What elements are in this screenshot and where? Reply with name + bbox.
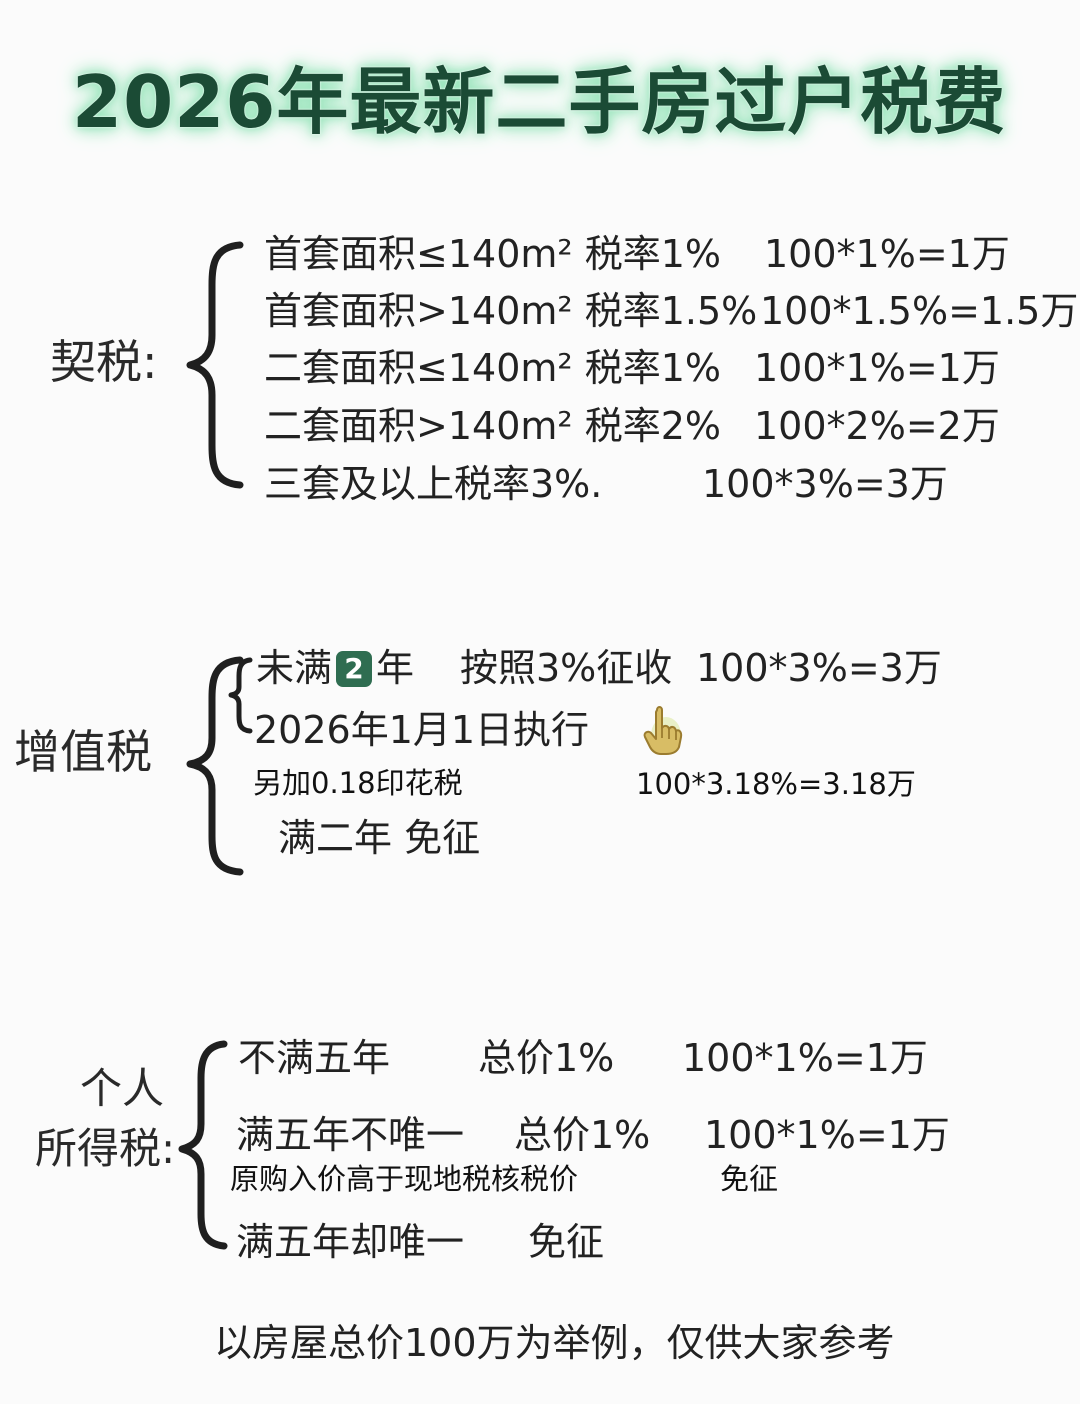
two-year-badge: 2: [336, 651, 373, 687]
deed-tax-calc-4: 100*2%=2万: [754, 404, 1000, 448]
income-tax-line-4: 满五年却唯一: [236, 1220, 465, 1264]
income-tax-label-line-1: 个人: [80, 1064, 165, 1113]
deed-tax-calc-5: 100*3%=3万: [702, 462, 948, 506]
vat-exempt: 满二年 免征: [278, 816, 481, 860]
income-tax-line-3: 原购入价高于现地税核税价: [230, 1162, 579, 1196]
deed-tax-line-3: 二套面积≤140m² 税率1%: [264, 346, 721, 390]
income-tax-rate-1: 总价1%: [478, 1036, 615, 1080]
income-tax-line-1: 不满五年: [238, 1036, 391, 1080]
vat-small-brace: [228, 657, 253, 734]
page-title: 2026年最新二手房过户税费: [72, 60, 1007, 144]
vat-effective-date: 2026年1月1日执行: [254, 708, 590, 752]
deed-tax-calc-3: 100*1%=1万: [754, 346, 1000, 390]
income-tax-rate-2: 总价1%: [514, 1113, 651, 1157]
income-tax-calc-1: 100*1%=1万: [682, 1036, 928, 1080]
vat-label: 增值税: [14, 725, 152, 779]
deed-tax-line-4: 二套面积>140m² 税率2%: [264, 404, 721, 448]
deed-tax-calc-2: 100*1.5%=1.5万: [760, 289, 1079, 333]
stamp-duty-calc: 100*3.18%=3.18万: [636, 767, 916, 801]
income-tax-label-line-2: 所得税:: [35, 1124, 176, 1173]
deed-tax-brace: [186, 241, 244, 489]
income-tax-rate-4: 免征: [528, 1220, 605, 1264]
income-tax-rate-3: 免征: [720, 1162, 779, 1196]
vat-under-label: 未满: [256, 646, 333, 690]
vat-year-label: 年: [376, 646, 415, 690]
deed-tax-label: 契税:: [50, 335, 158, 389]
vat-brace: [186, 656, 244, 876]
stamp-duty-text: 另加0.18印花税: [253, 766, 463, 800]
income-tax-calc-2: 100*1%=1万: [704, 1113, 950, 1157]
deed-tax-calc-1: 100*1%=1万: [764, 232, 1010, 276]
income-tax-line-2: 满五年不唯一: [236, 1113, 465, 1157]
deed-tax-line-2: 首套面积>140m² 税率1.5%: [264, 289, 758, 333]
footer-note: 以房屋总价100万为举例，仅供大家参考: [214, 1321, 895, 1365]
deed-tax-line-1: 首套面积≤140m² 税率1%: [264, 232, 721, 276]
vat-rate: 按照3%征收: [460, 646, 673, 690]
vat-calc: 100*3%=3万: [696, 646, 942, 690]
deed-tax-line-5: 三套及以上税率3%.: [264, 462, 603, 506]
income-tax-brace: [178, 1040, 228, 1250]
pointing-hand-icon: [643, 706, 683, 755]
